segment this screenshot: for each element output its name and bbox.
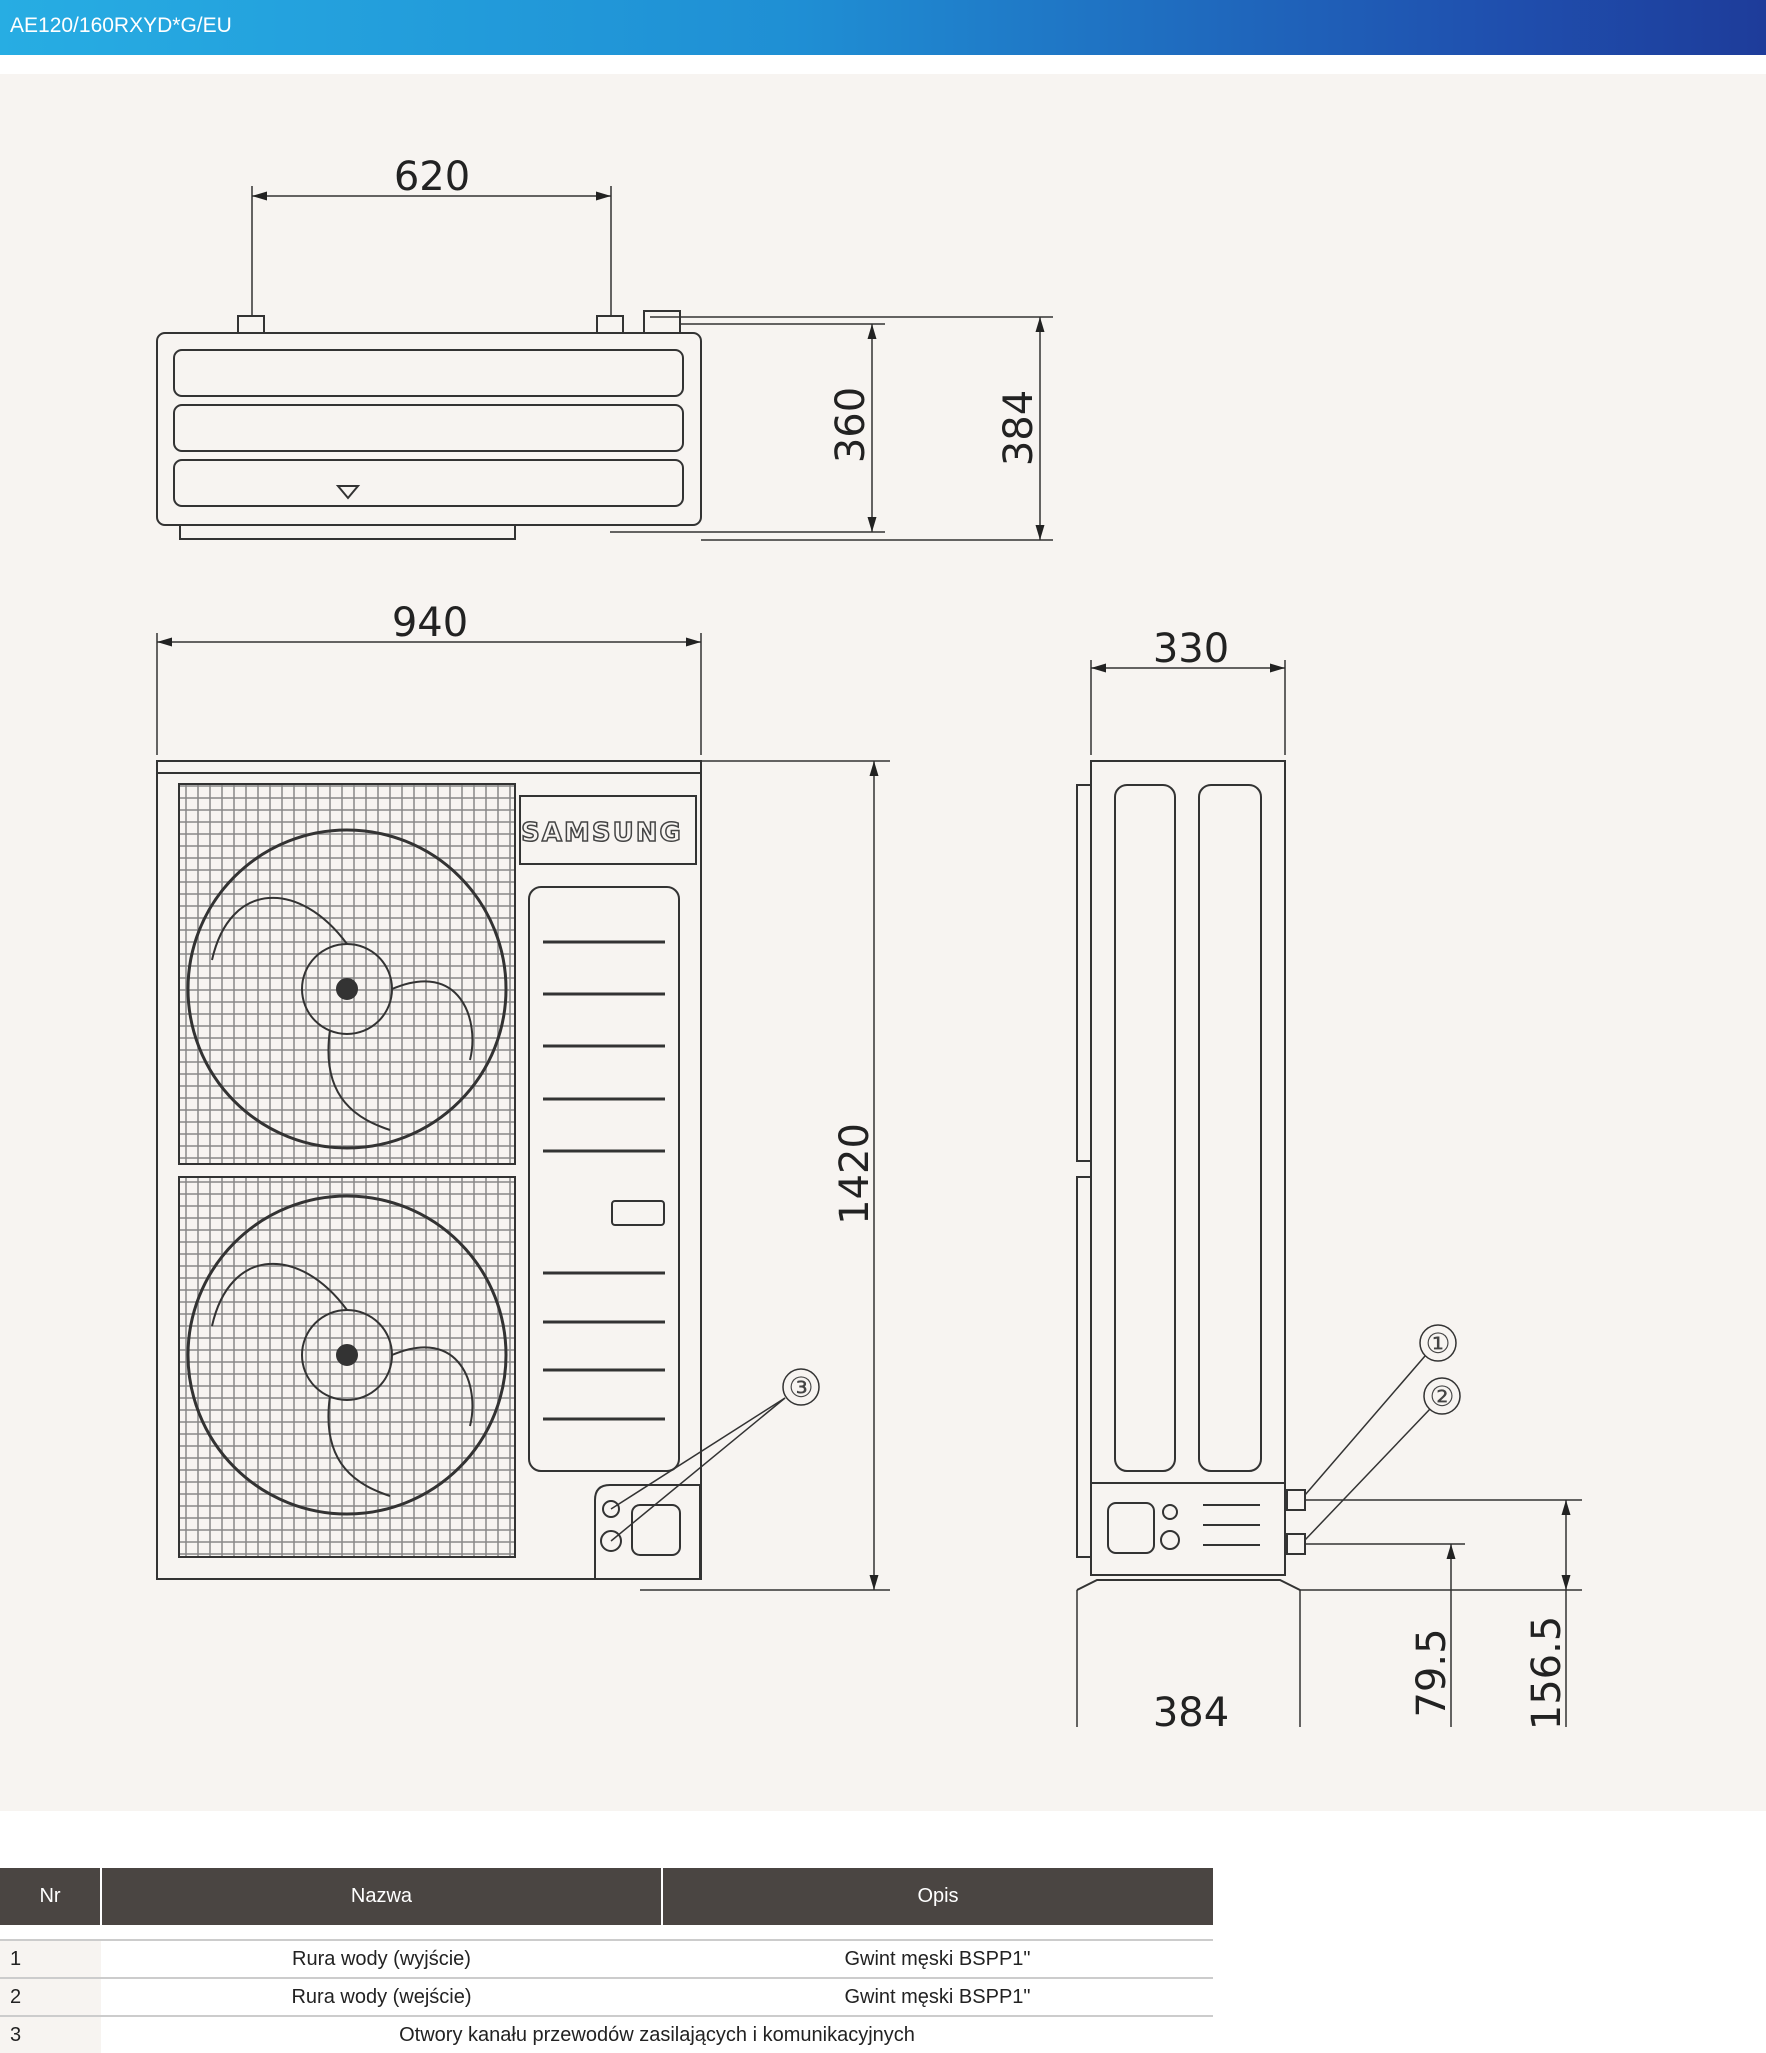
dim-side-width: 330 [1153,626,1229,672]
technical-drawing: SAMSUNG 620 360 384 940 1420 330 384 79.… [156,154,1582,1736]
dim-base-depth: 384 [1153,1690,1229,1736]
col-opis: Opis [662,1868,1213,1925]
model-title: AE120/160RXYD*G/EU [10,14,232,37]
side-view [1076,660,1582,1727]
header-bar: AE120/160RXYD*G/EU [0,0,1766,55]
col-nazwa: Nazwa [101,1868,663,1925]
callout-3: ③ [788,1371,813,1404]
dim-height: 1420 [832,1123,878,1225]
callout-1: ① [1425,1327,1450,1360]
dim-front-width: 940 [392,600,468,646]
dim-top-depth-total: 384 [996,390,1042,466]
dim-pipe-high: 156.5 [1524,1616,1570,1731]
front-view [156,633,890,1591]
callout-2: ② [1429,1380,1454,1413]
table-header: Nr Nazwa Opis [0,1868,1213,1925]
brand-logo: SAMSUNG [521,818,683,848]
dim-top-width: 620 [394,154,470,200]
dim-pipe-low: 79.5 [1409,1628,1455,1717]
col-nr: Nr [0,1868,102,1925]
top-view [156,186,1053,541]
dim-top-depth: 360 [828,387,874,463]
